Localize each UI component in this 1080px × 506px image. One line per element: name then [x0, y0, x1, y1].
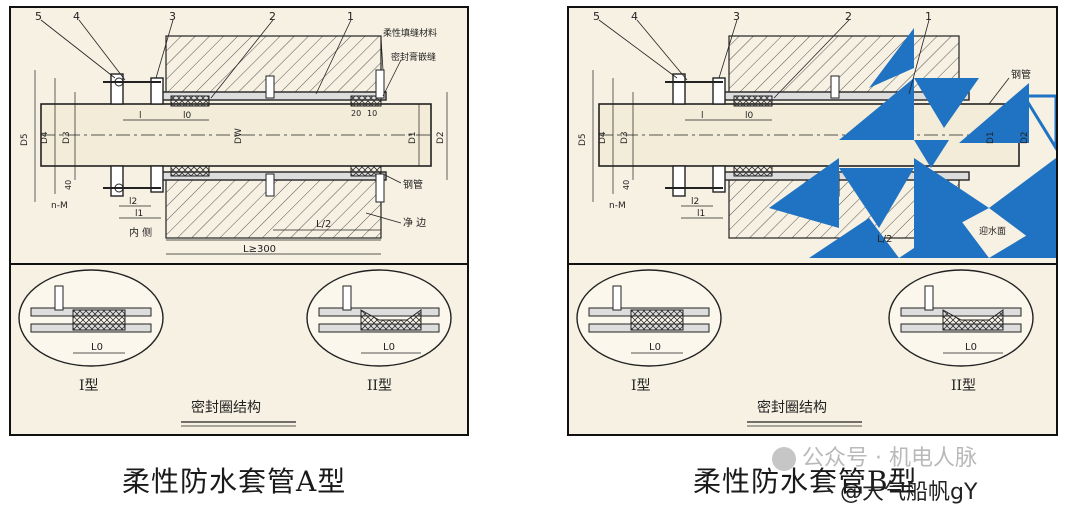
- label-l1: l1: [697, 209, 705, 219]
- label-l: l: [701, 111, 704, 121]
- label-d5: D5: [20, 133, 30, 146]
- seal-type-1-detail: L0: [576, 269, 722, 367]
- flange-upper: [672, 73, 686, 105]
- blue-watermark-overlay: [769, 28, 1056, 258]
- label-inside: 内 侧: [129, 226, 152, 239]
- label-l1: l1: [135, 209, 143, 219]
- callout-2: 2: [269, 10, 276, 23]
- figure-a-caption: 柔性防水套管A型: [122, 465, 347, 498]
- label-l2: l2: [691, 197, 699, 207]
- label-d1: D1: [986, 131, 996, 144]
- label-d2: D2: [1020, 131, 1030, 144]
- seal-type-2-label: II型: [951, 378, 976, 394]
- label-sealant: 密封膏嵌缝: [391, 51, 436, 63]
- figure-a-drawing: 5 4 3 2 1 柔性填缝材料 密封膏嵌缝 钢管 净 边 内 侧 n-M L/…: [11, 10, 467, 427]
- label-bolt: n-M: [51, 201, 68, 211]
- callout-5: 5: [593, 10, 600, 23]
- seal-type-2-detail: L0: [306, 269, 452, 367]
- label-d1: D1: [408, 131, 418, 144]
- label-length: L≥300: [243, 244, 276, 255]
- seal-structure-title: 密封圈结构: [191, 399, 261, 416]
- label-l2: l2: [129, 197, 137, 207]
- label-steel-pipe: 钢管: [1011, 68, 1031, 81]
- seal-type-1-dim: L0: [649, 342, 661, 353]
- label-d5: D5: [578, 133, 588, 146]
- callout-1: 1: [347, 10, 354, 23]
- seal-type-1-dim: L0: [91, 342, 103, 353]
- seal-type-1-label: I型: [79, 378, 99, 394]
- label-bolt: n-M: [609, 201, 626, 211]
- seal-ring-lower: [733, 165, 773, 177]
- figure-a-panel: 5 4 3 2 1 柔性填缝材料 密封膏嵌缝 钢管 净 边 内 侧 n-M L/…: [9, 6, 469, 436]
- label-l0: l0: [745, 111, 754, 121]
- seal-type-2-detail: L0: [888, 269, 1034, 367]
- seal-type-1-detail: L0: [18, 269, 164, 367]
- seal-structure-title: 密封圈结构: [757, 399, 827, 416]
- label-d4: D4: [598, 131, 608, 144]
- label-filler: 柔性填缝材料: [383, 27, 437, 39]
- watermark: 公众号 · 机电人脉: [772, 440, 977, 472]
- figure-b-caption: 柔性防水套管B型: [693, 465, 918, 498]
- label-steel-pipe: 钢管: [403, 178, 423, 191]
- seal-type-1-label: I型: [631, 378, 651, 394]
- seal-type-2-dim: L0: [965, 342, 977, 353]
- seal-type-2-dim: L0: [383, 342, 395, 353]
- label-half-length: L/2: [316, 219, 331, 230]
- seal-ring-upper: [170, 95, 210, 107]
- label-half-length: L/2: [877, 234, 892, 245]
- label-l0: l0: [183, 111, 192, 121]
- watermark-text: 公众号 · 机电人脉: [802, 446, 977, 471]
- flange-lower: [672, 165, 686, 197]
- label-wall-edge: 净 边: [403, 216, 426, 229]
- label-dw: DW: [234, 128, 244, 144]
- label-wall-edge: 迎水面: [979, 225, 1006, 237]
- figure-b-panel: 5 4 3 2 1 钢管 迎水面 n-M L/2 l1 l2 l l0 D5 D…: [567, 6, 1058, 436]
- label-dim20: 20: [351, 109, 361, 118]
- callout-4: 4: [631, 10, 638, 23]
- callout-2: 2: [845, 10, 852, 23]
- label-d3: D3: [620, 131, 630, 144]
- callout-3: 3: [169, 10, 176, 23]
- figure-b-drawing: 5 4 3 2 1 钢管 迎水面 n-M L/2 l1 l2 l l0 D5 D…: [569, 10, 1056, 427]
- callout-3: 3: [733, 10, 740, 23]
- wechat-icon: [772, 447, 796, 471]
- label-d2: D2: [436, 131, 446, 144]
- label-gap40: 40: [622, 180, 631, 190]
- label-dim10: 10: [367, 109, 377, 118]
- seal-ring-lower: [170, 165, 210, 177]
- label-l: l: [139, 111, 142, 121]
- callout-4: 4: [73, 10, 80, 23]
- watermark-handle: @大气船帆gY: [840, 480, 978, 505]
- seal-type-2-label: II型: [367, 378, 392, 394]
- label-d3: D3: [62, 131, 72, 144]
- label-gap40: 40: [64, 180, 73, 190]
- seal-ring-upper: [733, 95, 773, 107]
- label-d4: D4: [40, 131, 50, 144]
- callout-5: 5: [35, 10, 42, 23]
- callout-1: 1: [925, 10, 932, 23]
